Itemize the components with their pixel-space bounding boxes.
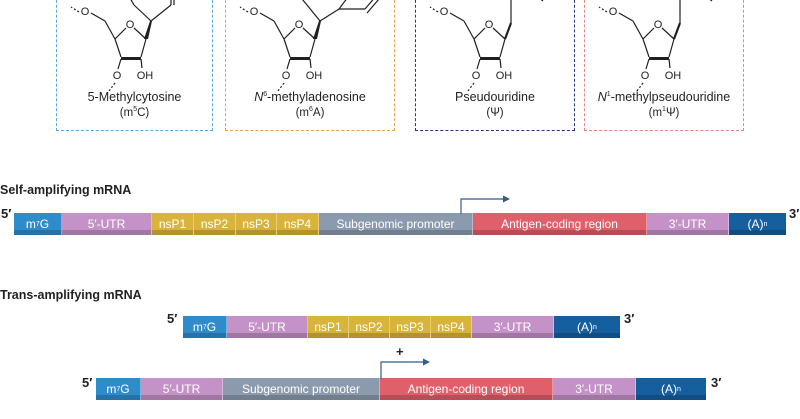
segment-nsp1: nsP1: [152, 213, 194, 235]
transreplicon-three-prime: 3′: [711, 375, 722, 390]
svg-text:O: O: [641, 70, 650, 82]
self-amplifying-heading: Self-amplifying mRNA: [0, 183, 132, 197]
svg-text:OH: OH: [306, 70, 323, 82]
m5c-name: 5-Methylcytosine: [87, 90, 182, 104]
svg-text:OH: OH: [665, 70, 682, 82]
segment-nsp3: nsP3: [236, 213, 277, 235]
plus-sign: +: [396, 344, 404, 359]
pseudouridine-abbr: (Ψ): [486, 106, 504, 119]
svg-text:O: O: [81, 6, 90, 18]
segment-3-utr: 3′-UTR: [472, 316, 554, 338]
segment-5-utr: 5′-UTR: [227, 316, 308, 338]
replicon-three-prime: 3′: [624, 311, 635, 326]
nucleoside-panel-m1psi: O O O OH N1-methylpseudouridine (m1Ψ): [584, 0, 744, 131]
m1psi-name: N1-methylpseudouridine: [597, 90, 731, 104]
svg-text:O: O: [609, 6, 618, 18]
svg-text:O: O: [126, 19, 135, 31]
m1psi-abbr: (m1Ψ): [648, 106, 680, 119]
segment-a: (A)n: [554, 316, 620, 338]
pseudouridine-name: Pseudouridine: [455, 90, 535, 104]
segment-subgenomic-promoter: Subgenomic promoter: [223, 378, 380, 400]
segment-a: (A)n: [636, 378, 706, 400]
replicon-five-prime: 5′: [167, 311, 178, 326]
segment-3-utr: 3′-UTR: [647, 213, 729, 235]
svg-text:O: O: [472, 70, 481, 82]
self-amp-five-prime: 5′: [1, 206, 12, 221]
segment-antigen-coding-region: Antigen-coding region: [473, 213, 647, 235]
m5c-structure: O O O OH: [70, 0, 175, 91]
svg-text:O: O: [113, 70, 122, 82]
self-amp-promoter-arrow: [460, 195, 510, 214]
segment-nsp4: nsP4: [431, 316, 472, 338]
m6a-abbr: (m6A): [295, 106, 325, 119]
segment-nsp1: nsP1: [308, 316, 349, 338]
svg-text:O: O: [295, 19, 304, 31]
segment-5-utr: 5′-UTR: [62, 213, 152, 235]
trans-amplifying-heading: Trans-amplifying mRNA: [0, 288, 142, 302]
svg-text:O: O: [485, 19, 494, 31]
nucleoside-panel-m6a: O O O OH N6-methyladenosine (m6A): [225, 0, 395, 131]
pseudouridine-structure: O O O OH: [429, 0, 544, 91]
segment-nsp2: nsP2: [349, 316, 390, 338]
transreplicon-promoter-arrow: [380, 358, 430, 379]
m6a-name: N6-methyladenosine: [254, 90, 366, 104]
svg-text:O: O: [282, 70, 291, 82]
svg-text:OH: OH: [137, 70, 154, 82]
segment-nsp3: nsP3: [390, 316, 431, 338]
segment-nsp4: nsP4: [277, 213, 319, 235]
segment-a: (A)n: [729, 213, 786, 235]
segment-5-utr: 5′-UTR: [141, 378, 223, 400]
segment-subgenomic-promoter: Subgenomic promoter: [319, 213, 473, 235]
m5c-abbr: (m5C): [119, 106, 150, 119]
svg-text:OH: OH: [496, 70, 513, 82]
svg-text:O: O: [250, 6, 259, 18]
segment-3-utr: 3′-UTR: [553, 378, 636, 400]
svg-text:O: O: [654, 19, 663, 31]
m6a-structure: O O O OH: [239, 0, 379, 91]
svg-text:O: O: [440, 6, 449, 18]
self-amp-three-prime: 3′: [789, 206, 800, 221]
transreplicon-five-prime: 5′: [82, 375, 93, 390]
m1psi-structure: O O O OH: [598, 0, 713, 91]
segment-antigen-coding-region: Antigen-coding region: [380, 378, 553, 400]
nucleoside-panel-pseudouridine: O O O OH Pseudouridine (Ψ): [415, 0, 575, 131]
nucleoside-panel-m5c: O O O OH 5-Methylcytosine (m5C): [56, 0, 213, 131]
segment-nsp2: nsP2: [194, 213, 236, 235]
